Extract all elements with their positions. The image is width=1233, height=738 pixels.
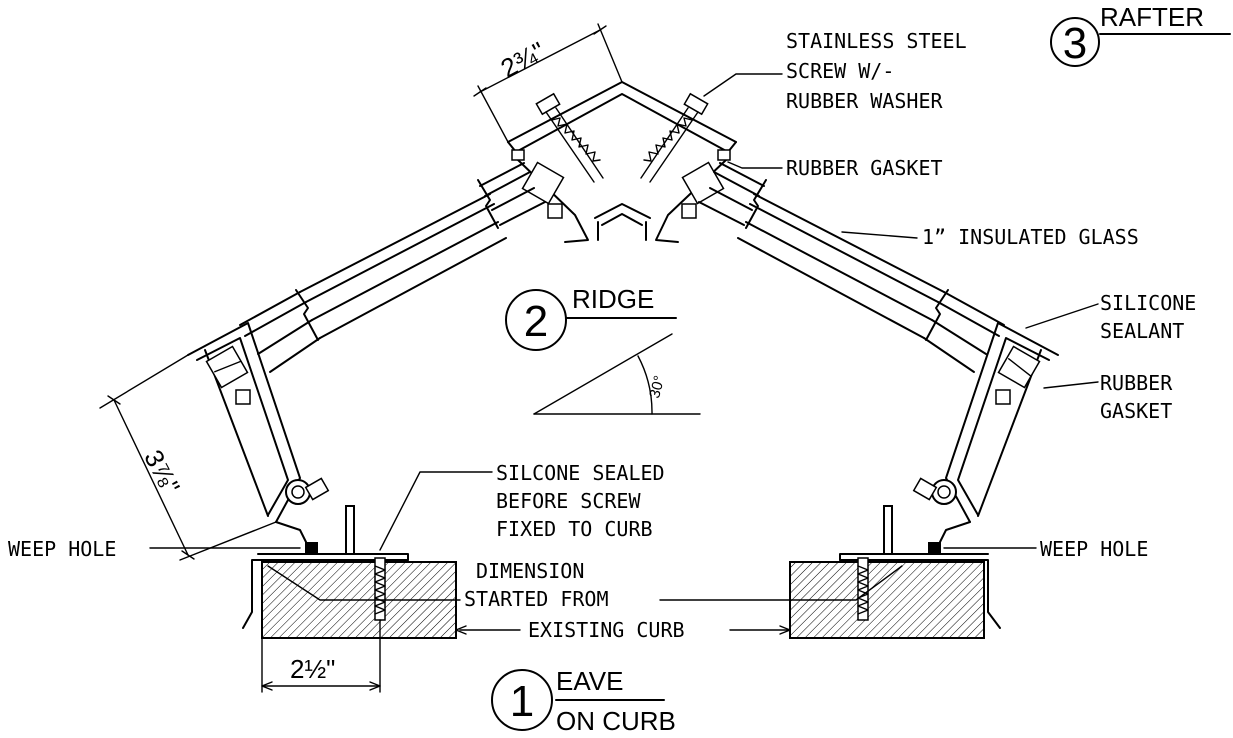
callout-dimension-started-line2: STARTED FROM [464, 587, 609, 611]
rafter-number: 3 [1063, 19, 1087, 68]
dimension-bottom-label: 2½" [290, 654, 335, 684]
callout-weep-hole-left: WEEP HOLE [8, 537, 116, 561]
callout-rubber-gasket-right-line1: RUBBER [1100, 371, 1173, 395]
callout-silicone-sealant-line1: SILICONE [1100, 291, 1196, 315]
callout-silcone-sealed-line3: FIXED TO CURB [496, 517, 653, 541]
callout-existing-curb: EXISTING CURB [528, 618, 685, 642]
ridge-detail-bubble: 2 RIDGE [505, 284, 677, 351]
eave-detail-bubble: 1 EAVE ON CURB [491, 666, 676, 736]
callout-screw-line1: STAINLESS STEEL [786, 29, 967, 53]
right-curb-screw [857, 557, 869, 621]
angle-label: 30° [646, 374, 668, 400]
dimension-side-label: 3⅞" [138, 445, 186, 499]
callout-silcone-sealed-line2: BEFORE SCREW [496, 489, 641, 513]
callout-weep-hole-right: WEEP HOLE [1040, 537, 1148, 561]
eave-number: 1 [510, 677, 534, 726]
eave-title: EAVE [556, 666, 623, 696]
left-curb [242, 553, 457, 639]
callout-screw-line2: SCREW W/- [786, 59, 894, 83]
ridge-title: RIDGE [572, 284, 654, 314]
rafter-detail-bubble: 3 RAFTER [1050, 2, 1231, 68]
ridge-cap [507, 81, 737, 243]
eave-subtitle: ON CURB [556, 706, 676, 736]
left-glass-panel [239, 162, 546, 373]
slope-angle-symbol: 30° [533, 333, 701, 415]
right-curb [789, 553, 1001, 639]
ridge-screw-left [535, 92, 604, 183]
dimension-side [99, 354, 277, 561]
callout-silicone-sealant-line2: SEALANT [1100, 319, 1184, 343]
callout-rubber-gasket-right-line2: GASKET [1100, 399, 1172, 423]
dimension-bottom [261, 619, 381, 693]
leader-lines [149, 73, 1099, 635]
right-curb-stop [883, 505, 940, 555]
callout-rubber-gasket-top: RUBBER GASKET [786, 156, 943, 180]
callout-dimension-started-line1: DIMENSION [476, 559, 584, 583]
left-curb-screw [374, 557, 386, 621]
right-eave-frame [912, 322, 1059, 555]
rafter-title: RAFTER [1100, 2, 1204, 32]
left-curb-stop [306, 505, 355, 555]
callout-screw-line3: RUBBER WASHER [786, 89, 943, 113]
ridge-screw-right [640, 92, 709, 183]
right-glass-panel [698, 162, 1005, 373]
callout-insulated-glass: 1” INSULATED GLASS [922, 225, 1139, 249]
dimension-top [473, 23, 623, 143]
dimension-top-label: 2¾" [496, 36, 550, 84]
left-eave-frame [187, 322, 330, 555]
callout-silcone-sealed-line1: SILCONE SEALED [496, 461, 665, 485]
ridge-number: 2 [524, 297, 548, 346]
